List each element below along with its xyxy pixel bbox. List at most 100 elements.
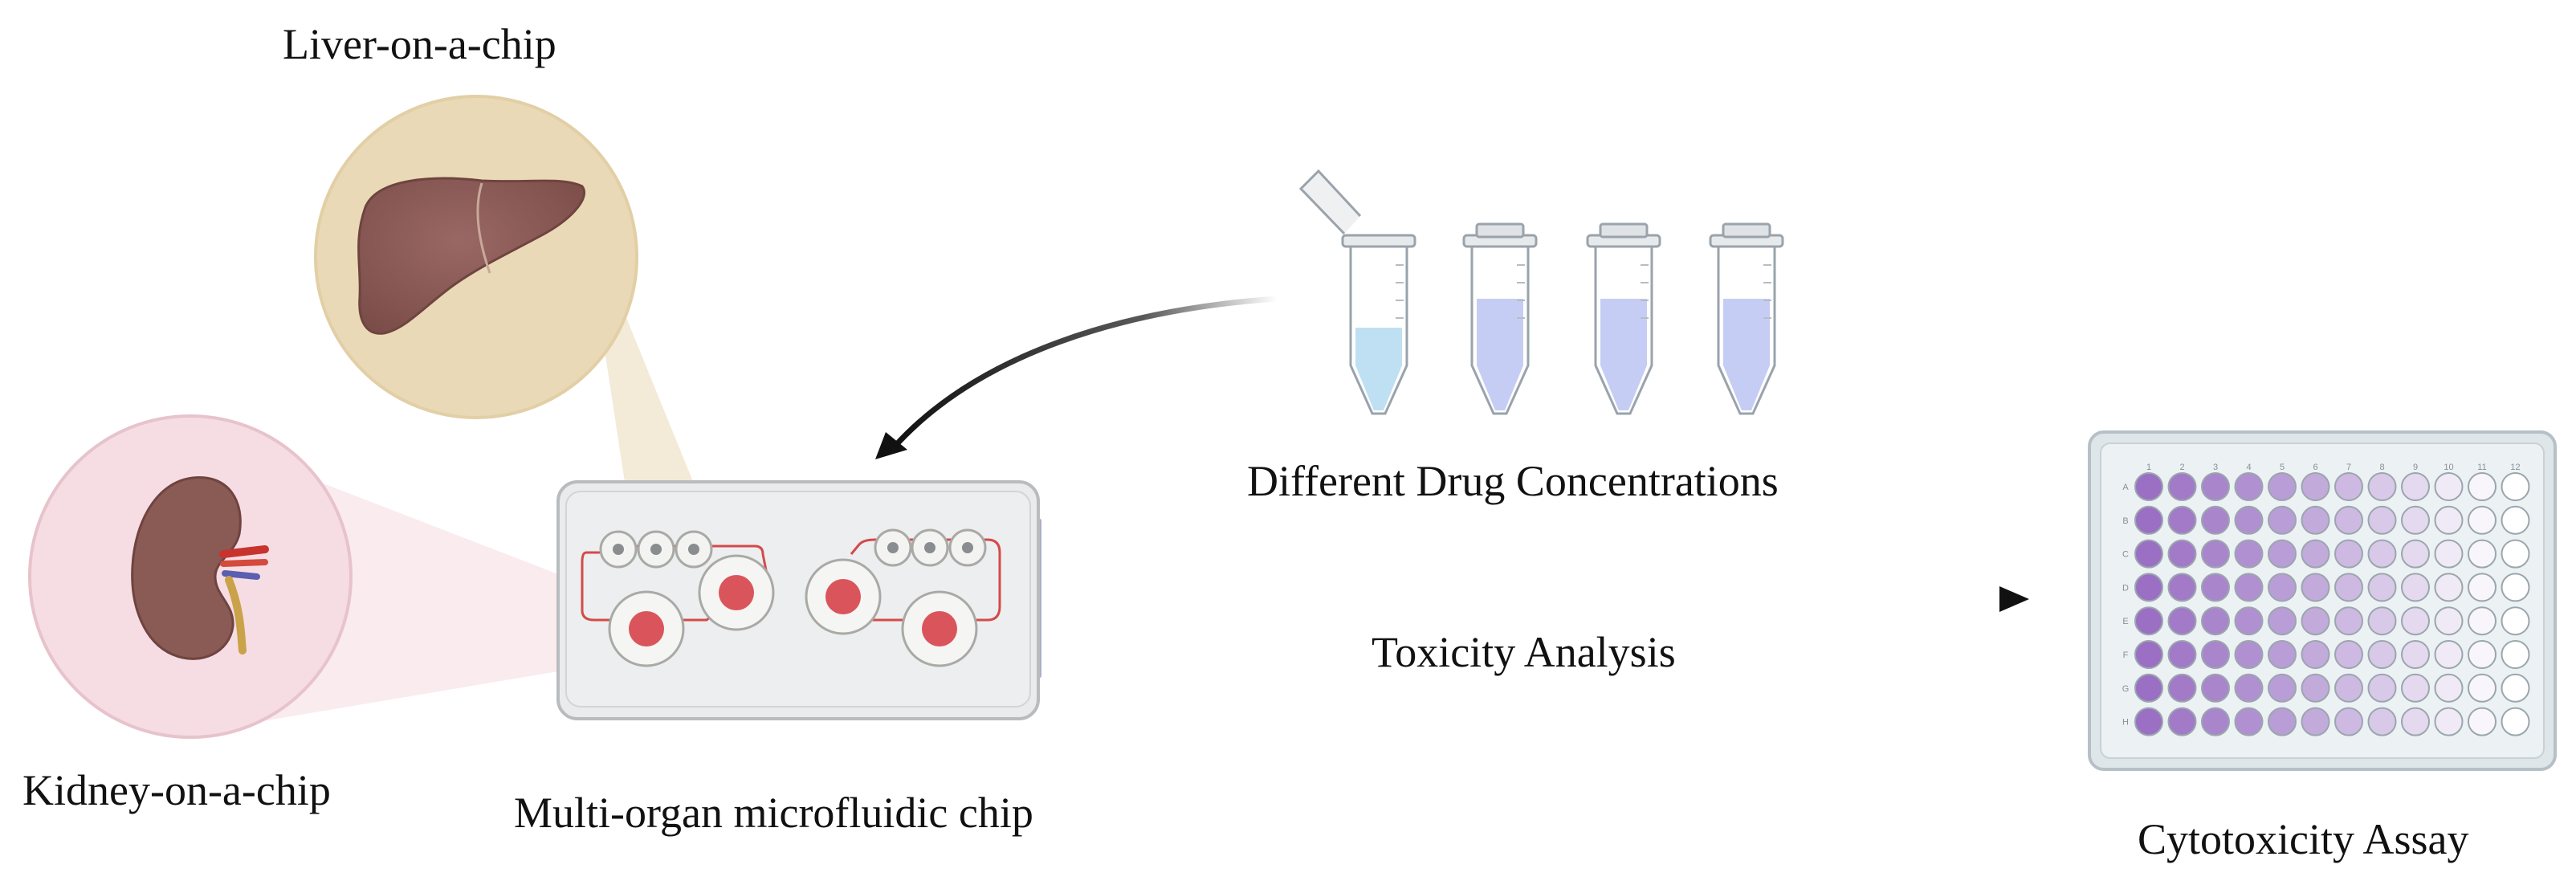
plate-well [2234, 573, 2264, 602]
plate-well [2434, 606, 2464, 636]
tube-group [1298, 169, 1784, 415]
plate-well [2301, 606, 2330, 636]
plate-well [2367, 505, 2397, 535]
plate-well [2134, 640, 2163, 669]
straight-arrow-icon [1048, 586, 2029, 612]
toxicity-analysis-label: Toxicity Analysis [1372, 628, 1676, 676]
plate-well [2167, 673, 2197, 703]
plate-column-label: 4 [2246, 463, 2251, 472]
plate-well [2334, 640, 2363, 669]
plate-well [2234, 505, 2264, 535]
plate-well [2134, 505, 2163, 535]
plate-row-label: D [2122, 583, 2129, 593]
plate-well [2134, 472, 2163, 501]
kidney-icon [131, 476, 269, 660]
plate-well [2367, 539, 2397, 569]
plate-well [2501, 472, 2530, 501]
plate-well [2234, 673, 2264, 703]
plate-column-label: 5 [2280, 463, 2285, 472]
plate-well [2301, 673, 2330, 703]
plate-well [2501, 707, 2530, 736]
plate-well [2167, 707, 2197, 736]
plate-well [2268, 573, 2297, 602]
plate-well [2167, 505, 2197, 535]
plate-column-label: 2 [2179, 463, 2184, 472]
plate-row-label: B [2122, 516, 2128, 526]
plate-well [2434, 707, 2464, 736]
plate-well [2167, 606, 2197, 636]
drug-concentrations-label: Different Drug Concentrations [1247, 457, 1779, 505]
liver-bubble [314, 95, 638, 419]
plate-well [2134, 539, 2163, 569]
plate-well [2201, 573, 2230, 602]
plate-well [2301, 707, 2330, 736]
plate-well [2501, 573, 2530, 602]
plate-well [2401, 640, 2430, 669]
plate-row-label: A [2122, 483, 2129, 492]
plate-well [2201, 707, 2230, 736]
liver-on-chip-label: Liver-on-a-chip [283, 20, 556, 68]
plate-well [2401, 573, 2430, 602]
plate-well [2468, 640, 2497, 669]
plate-well [2468, 707, 2497, 736]
plate-row-label: C [2122, 550, 2129, 560]
plate-well [2167, 539, 2197, 569]
plate-well [2201, 505, 2230, 535]
curved-arrow-icon [875, 296, 1280, 459]
plate-well [2234, 606, 2264, 636]
plate-well [2501, 606, 2530, 636]
plate-column-label: 1 [2146, 463, 2151, 472]
plate-well [2201, 606, 2230, 636]
plate-well [2268, 640, 2297, 669]
microcentrifuge-tube-icon [1709, 222, 1784, 415]
plate-well [2401, 472, 2430, 501]
plate-well [2201, 640, 2230, 669]
plate-well [2367, 707, 2397, 736]
plate-well [2468, 472, 2497, 501]
plate-well [2334, 606, 2363, 636]
plate-well [2134, 707, 2163, 736]
plate-well [2501, 640, 2530, 669]
plate-well [2434, 573, 2464, 602]
plate-row-label: G [2122, 684, 2130, 694]
plate-well [2334, 573, 2363, 602]
cytotoxicity-assay-label: Cytotoxicity Assay [2138, 815, 2469, 863]
plate-well [2134, 573, 2163, 602]
plate-well [2501, 673, 2530, 703]
plate-well [2434, 505, 2464, 535]
plate-well [2268, 505, 2297, 535]
plate-well [2268, 606, 2297, 636]
plate-well [2201, 673, 2230, 703]
plate-well [2434, 539, 2464, 569]
plate-well [2468, 673, 2497, 703]
plate-well [2334, 472, 2363, 501]
plate-well [2434, 673, 2464, 703]
plate-well [2268, 539, 2297, 569]
plate-well [2367, 673, 2397, 703]
plate-column-label: 6 [2313, 463, 2317, 472]
plate-row-label: E [2122, 617, 2128, 626]
plate-well [2234, 707, 2264, 736]
plate-well [2201, 539, 2230, 569]
plate-well [2134, 673, 2163, 703]
plate-well [2367, 606, 2397, 636]
plate-well [2468, 573, 2497, 602]
plate-well [2301, 505, 2330, 535]
plate-well [2268, 707, 2297, 736]
plate-well [2201, 472, 2230, 501]
kidney-bubble [28, 414, 353, 739]
plate-well [2301, 573, 2330, 602]
plate-well [2367, 472, 2397, 501]
plate-well [2167, 640, 2197, 669]
plate-well [2167, 573, 2197, 602]
chip-label: Multi-organ microfluidic chip [514, 789, 1033, 837]
plate-well [2134, 606, 2163, 636]
plate-well [2434, 472, 2464, 501]
plate-well [2401, 539, 2430, 569]
plate-well [2268, 472, 2297, 501]
plate-well [2367, 640, 2397, 669]
microfluidic-chip-icon [556, 480, 1041, 720]
